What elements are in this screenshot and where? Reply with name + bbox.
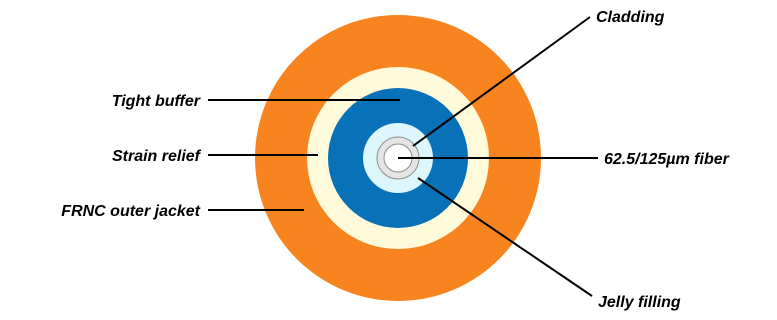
cladding-label: Cladding <box>596 9 665 26</box>
fiber-label: 62.5/125µm fiber <box>604 151 730 168</box>
strain-relief-label: Strain relief <box>112 148 202 165</box>
outer-jacket-label: FRNC outer jacket <box>61 203 200 220</box>
jelly-filling-label: Jelly filling <box>598 294 681 311</box>
tight-buffer-label: Tight buffer <box>112 93 201 110</box>
